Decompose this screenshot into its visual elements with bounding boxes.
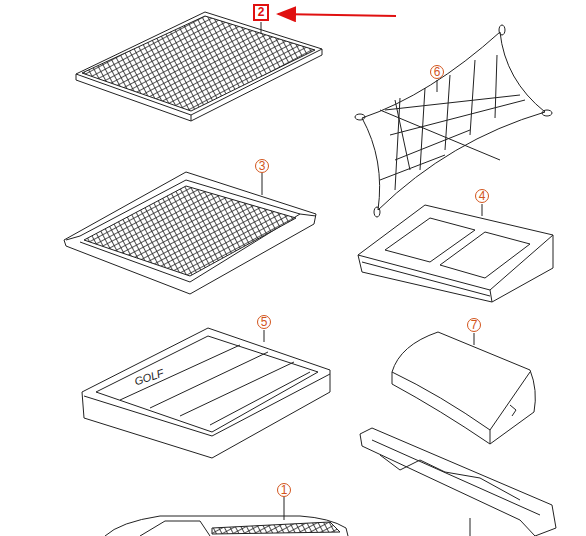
cargo-net: [355, 25, 552, 217]
callout-number: 1: [277, 483, 291, 497]
callout-number: 6: [430, 65, 444, 79]
callout-number: 5: [257, 315, 271, 329]
callout-number: 4: [475, 189, 489, 203]
callout-number: 3: [255, 159, 269, 173]
floor-mat: [76, 12, 322, 121]
deck-board: [358, 204, 553, 302]
cargo-cover: [360, 428, 556, 536]
callout-number: 7: [467, 318, 481, 332]
vehicle-body: [105, 497, 348, 536]
pointer-arrow: [278, 14, 396, 16]
callout-number: 2: [253, 4, 269, 21]
golf-tray: [82, 328, 330, 458]
cushion: [392, 332, 535, 444]
luggage-tray: [64, 172, 316, 294]
